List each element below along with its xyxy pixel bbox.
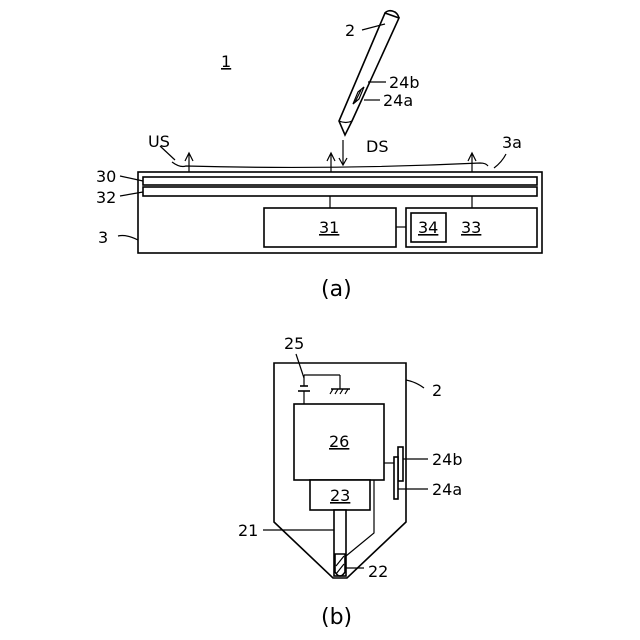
pen-label: 2 — [345, 21, 355, 40]
shaft-label: 21 — [238, 521, 258, 540]
block-33-label: 33 — [461, 218, 481, 237]
pen-leader — [406, 380, 424, 388]
block-26-label: 26 — [329, 432, 349, 451]
block-31-label: 31 — [319, 218, 339, 237]
button-24b-label: 24b — [389, 73, 420, 92]
layer-32 — [143, 187, 537, 196]
block-34-label: 34 — [418, 218, 438, 237]
pen-label-b: 2 — [432, 381, 442, 400]
caption-a: (a) — [321, 277, 352, 302]
block-23-label: 23 — [330, 486, 350, 505]
us-label: US — [148, 132, 170, 151]
tip-label: 22 — [368, 562, 388, 581]
device-label: 3 — [98, 228, 108, 247]
button-24b-label-b: 24b — [432, 450, 463, 469]
caption-b: (b) — [321, 605, 352, 630]
battery-symbol — [296, 354, 350, 404]
ds-arrow — [339, 140, 347, 165]
layer-30-label: 30 — [96, 167, 116, 186]
figure-a: 1 2 24b 24a DS — [96, 11, 542, 302]
layer-32-label: 32 — [96, 188, 116, 207]
surface-label: 3a — [502, 133, 522, 152]
surface-leader — [494, 154, 506, 168]
ds-label: DS — [366, 137, 388, 156]
layer-30 — [143, 177, 537, 185]
figure-b: 2 25 26 23 — [238, 334, 463, 630]
button-24a-label: 24a — [383, 91, 413, 110]
device-leader — [118, 236, 138, 241]
button-24a-label-b: 24a — [432, 480, 462, 499]
system-label: 1 — [221, 52, 231, 71]
battery-label: 25 — [284, 334, 304, 353]
